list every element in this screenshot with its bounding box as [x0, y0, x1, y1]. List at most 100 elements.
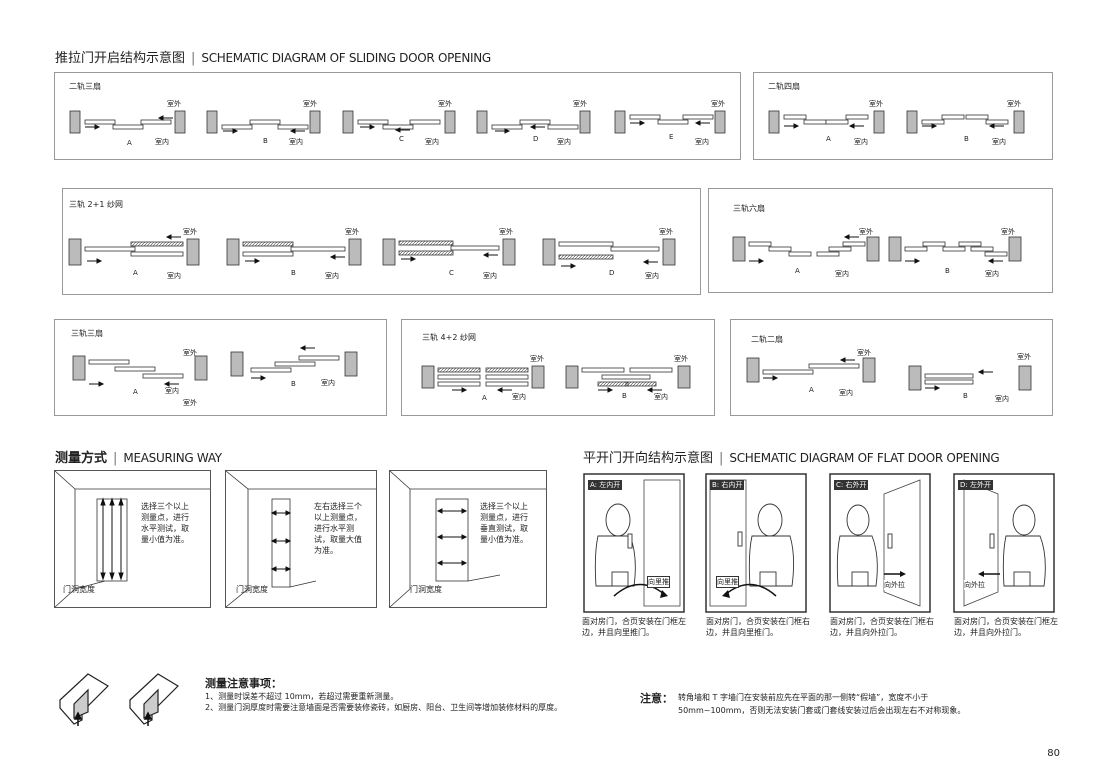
panel-three-track-six: 三轨六扇 室外 A 室内 室外 B 室内 [708, 188, 1053, 293]
label-inside: 室内 [425, 138, 439, 146]
label-e: E [669, 133, 674, 141]
flat-door-b: B: 右内开 向里推 [705, 473, 807, 613]
label-a: A [795, 267, 800, 275]
three-track-screen2-diagram [421, 365, 691, 393]
label-outside: 室外 [659, 228, 673, 236]
label-b: B [291, 269, 296, 277]
measure-room-3 [389, 470, 546, 608]
label-c: C [449, 269, 454, 277]
label-inside: 室内 [557, 138, 571, 146]
door-c-description: 面对房门，合页安装在门框右边，并且向外拉门。 [830, 617, 934, 637]
label-b: B [963, 392, 968, 400]
label-inside: 室内 [165, 387, 179, 395]
opening-width-label: 门洞宽度 [63, 585, 95, 594]
push-label: 向里推 [716, 576, 739, 588]
label-inside: 室内 [645, 272, 659, 280]
door-d-tag: D: 左外开 [958, 480, 993, 490]
panel-label: 三轨六扇 [733, 204, 765, 213]
door-a-illustration [583, 473, 685, 613]
attention-line-1: 转角墙和 T 字墙门在安装前应先在平面的那一侧转“假墙”，宽度不小于 [678, 693, 929, 702]
three-track-screen-diagram [68, 234, 676, 269]
door-c-illustration [829, 473, 931, 613]
label-outside: 室外 [1001, 228, 1015, 236]
label-inside: 室内 [167, 272, 181, 280]
label-inside: 室内 [512, 393, 526, 401]
label-inside: 室内 [155, 138, 169, 146]
panel-two-track-four: 二轨四扇 室外 A 室内 室外 B 室内 [753, 72, 1053, 160]
panel-two-track-three: 二轨三扇 [54, 72, 741, 160]
door-b-tag: B: 右内开 [710, 480, 745, 490]
page-number: 80 [1047, 748, 1060, 759]
flat-door-a: A: 左内开 向里推 [583, 473, 685, 613]
label-outside: 室外 [1017, 353, 1031, 361]
label-outside: 室外 [167, 100, 181, 108]
flat-door-c: C: 右外开 向外拉 [829, 473, 931, 613]
label-inside: 室内 [995, 395, 1009, 403]
label-outside: 室外 [499, 228, 513, 236]
door-d-description: 面对房门，合页安装在门框左边，并且向外拉门。 [954, 617, 1058, 637]
label-b: B [291, 380, 296, 388]
label-a: A [133, 388, 138, 396]
panel-three-track-three: 三轨三扇 室外 A 室内 室外 B 室内 [54, 319, 387, 416]
opening-width-label: 门洞宽度 [236, 585, 268, 594]
panel-label: 二轨二扇 [751, 335, 783, 344]
attention-line-2: 50mm~100mm，否则无法安装门套或门套线安装过后会出现左右不对称现象。 [678, 706, 966, 715]
measure-room-2 [225, 470, 376, 608]
measure-box-2: 左右选择三个以上测量点，进行水平测试，取量大值为准。 门洞宽度 [225, 470, 377, 608]
measure-title-en: MEASURING WAY [123, 451, 222, 465]
label-inside: 室内 [985, 270, 999, 278]
label-b: B [964, 135, 969, 143]
sliding-title: 推拉门开启结构示意图|SCHEMATIC DIAGRAM OF SLIDING … [55, 51, 491, 66]
notes-line-1: 1、测量时误差不超过 10mm，若超过需要重新测量。 [205, 692, 399, 701]
pull-label: 向外拉 [884, 580, 905, 590]
label-outside: 室外 [1007, 100, 1021, 108]
sliding-title-en: SCHEMATIC DIAGRAM OF SLIDING DOOR OPENIN… [201, 51, 491, 65]
label-inside: 室内 [325, 272, 339, 280]
label-outside: 室外 [674, 355, 688, 363]
label-d: D [609, 269, 615, 277]
label-outside: 室外 [183, 399, 197, 407]
two-track-three-diagram [69, 110, 726, 134]
label-outside: 室外 [859, 228, 873, 236]
label-a: A [482, 394, 487, 402]
two-track-four-diagram [768, 110, 1025, 134]
flat-door-d: D: 左外开 向外拉 [953, 473, 1055, 613]
label-inside: 室内 [321, 379, 335, 387]
label-outside: 室外 [183, 228, 197, 236]
label-b: B [263, 137, 268, 145]
label-outside: 室外 [183, 349, 197, 357]
door-a-tag: A: 左内开 [588, 480, 623, 490]
label-c: C [399, 135, 404, 143]
attention-label: 注意： [640, 692, 673, 705]
measure-text-3: 选择三个以上测量点，进行垂直测试，取量小值为准。 [480, 502, 528, 544]
label-a: A [133, 269, 138, 277]
wall-corner-illustration [59, 673, 179, 726]
door-c-tag: C: 右外开 [834, 480, 869, 490]
label-outside: 室外 [857, 349, 871, 357]
panel-two-track-two: 二轨二扇 室外 A 室内 室外 B 室内 [730, 319, 1053, 416]
label-inside: 室内 [289, 138, 303, 146]
flat-title: 平开门开向结构示意图|SCHEMATIC DIAGRAM OF FLAT DOO… [583, 451, 1000, 466]
door-b-illustration [705, 473, 807, 613]
label-outside: 室外 [530, 355, 544, 363]
measure-box-1: 选择三个以上测量点，进行水平测试，取量小值为准。 门洞宽度 [54, 470, 211, 608]
flat-title-cn: 平开门开向结构示意图 [583, 451, 714, 466]
push-label: 向里推 [647, 576, 670, 588]
pull-label: 向外拉 [964, 580, 985, 590]
label-b: B [622, 392, 627, 400]
two-track-two-diagram [746, 357, 1032, 391]
label-inside: 室内 [483, 272, 497, 280]
label-inside: 室内 [695, 138, 709, 146]
label-inside: 室内 [835, 270, 849, 278]
label-outside: 室外 [711, 100, 725, 108]
measure-text-1: 选择三个以上测量点，进行水平测试，取量小值为准。 [141, 502, 189, 544]
panel-label: 三轨三扇 [71, 329, 103, 338]
label-inside: 室内 [992, 138, 1006, 146]
three-track-six-diagram [732, 234, 1022, 264]
notes-heading: 测量注意事项： [205, 677, 282, 690]
notes-line-2: 2、测量门洞厚度时需要注意墙面是否需要装修瓷砖，如厨房、阳台、卫生间等增加装修材… [205, 703, 563, 712]
label-a: A [127, 139, 132, 147]
measure-title: 测量方式|MEASURING WAY [55, 451, 222, 466]
measure-room-1 [54, 470, 210, 608]
door-a-description: 面对房门，合页安装在门框左边，并且向里推门。 [582, 617, 686, 637]
